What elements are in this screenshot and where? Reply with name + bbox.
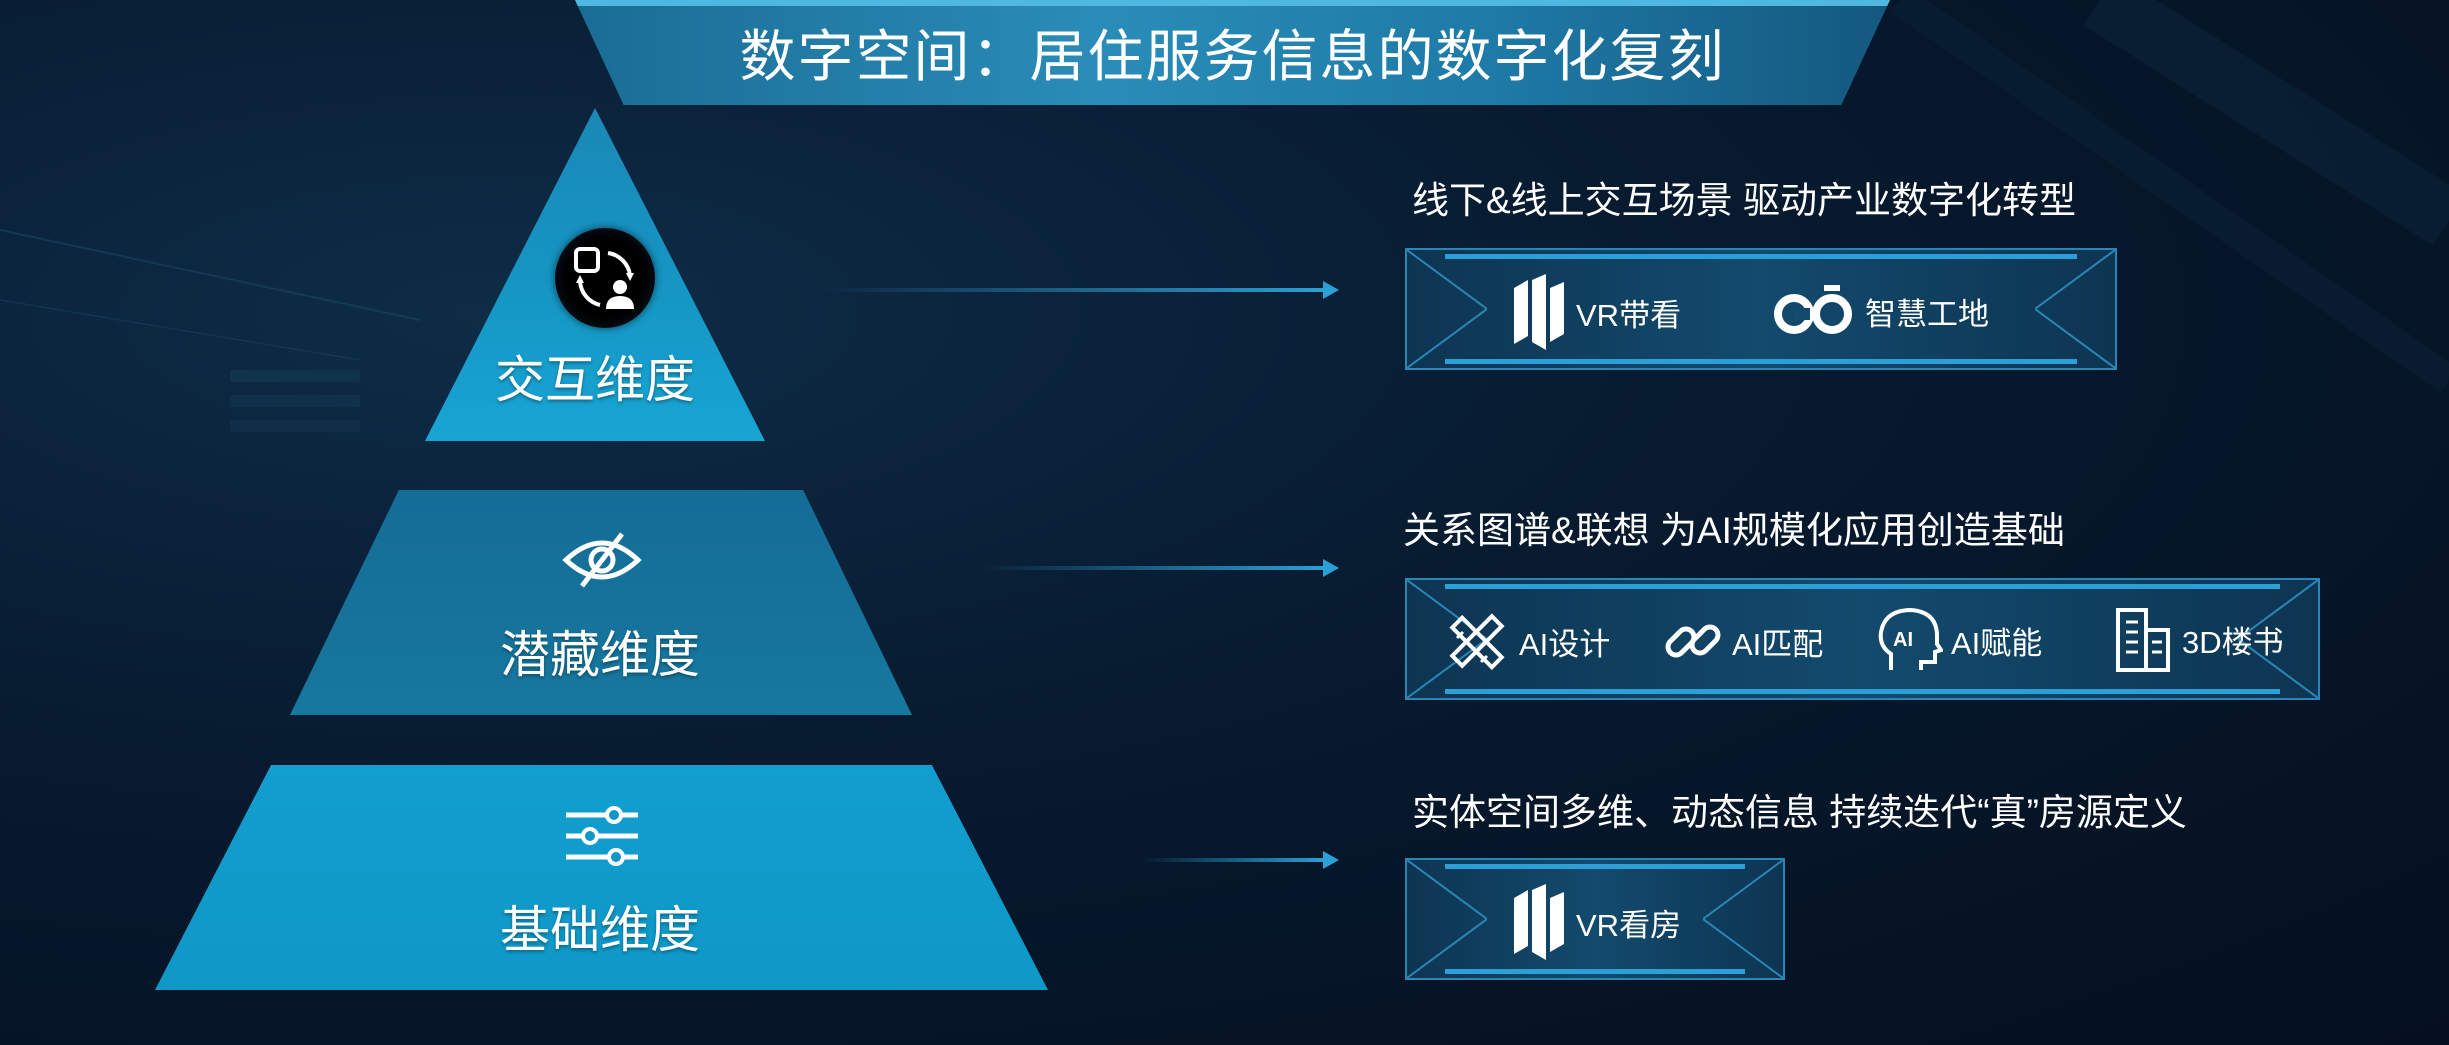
eye-slash-icon: [562, 532, 642, 588]
feature-box-foundation: VR看房: [1405, 858, 1785, 980]
row-heading-interaction: 线下&线上交互场景 驱动产业数字化转型: [1412, 180, 2076, 221]
row-heading-latent: 关系图谱&联想 为AI规模化应用创造基础: [1403, 510, 2065, 551]
tier-label-bottom: 基础维度: [500, 902, 700, 958]
feature-vr-tour[interactable]: VR带看: [1510, 272, 1681, 352]
feature-box-latent: AI设计 AI匹配 AI AI赋能 3D楼书: [1405, 578, 2320, 700]
vr-logo-icon: [1514, 274, 1564, 350]
smart-site-logo-icon: [1774, 285, 1852, 334]
tier-label-top: 交互维度: [495, 352, 695, 408]
ruler-pencil-icon: [1449, 613, 1505, 670]
arrow-head-icon: [1323, 281, 1339, 299]
arrow-head-icon: [1323, 851, 1339, 869]
link-icon: [1665, 624, 1721, 658]
page-title: 数字空间：居住服务信息的数字化复刻: [739, 25, 1726, 88]
title-banner: 数字空间：居住服务信息的数字化复刻: [575, 0, 1890, 105]
vr-logo-icon: [1514, 884, 1564, 960]
arrow-top: [820, 281, 1339, 299]
feature-ai-empower[interactable]: AI AI赋能: [1877, 606, 2042, 674]
feature-ai-design[interactable]: AI设计: [1445, 608, 1610, 674]
arrow-bottom: [1140, 851, 1339, 869]
feature-ai-match[interactable]: AI匹配: [1662, 610, 1823, 672]
svg-text:AI: AI: [1893, 629, 1913, 651]
feature-3d-brochure[interactable]: 3D楼书: [2112, 604, 2284, 674]
pyramid-tier-bottom: [155, 765, 1048, 990]
feature-vr-house-viewing[interactable]: VR看房: [1510, 882, 1681, 962]
pyramid-tier-middle: [290, 490, 912, 715]
tier-label-middle: 潜藏维度: [500, 627, 700, 683]
sliders-icon: [566, 806, 638, 866]
row-heading-foundation: 实体空间多维、动态信息 持续迭代“真”房源定义: [1412, 792, 2187, 833]
icon-circle: [555, 228, 655, 328]
arrow-head-icon: [1323, 559, 1339, 577]
feature-box-interaction: VR带看 智慧工地: [1405, 248, 2117, 370]
user-cycle-icon: [574, 247, 634, 309]
ai-head-icon: AI: [1878, 607, 1943, 670]
arrow-middle: [980, 559, 1339, 577]
building-icon: [2116, 608, 2170, 672]
feature-smart-site[interactable]: 智慧工地: [1772, 284, 1989, 339]
